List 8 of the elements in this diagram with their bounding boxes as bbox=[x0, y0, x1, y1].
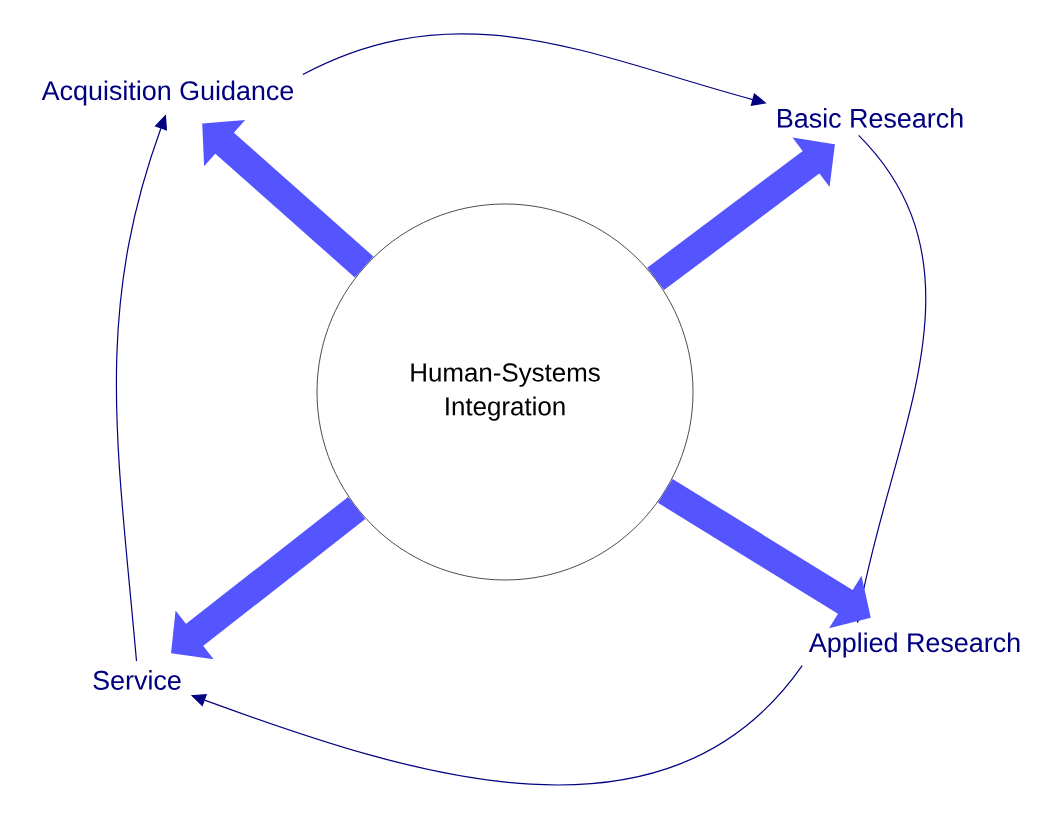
stage-label: Service bbox=[93, 670, 181, 690]
block-arrow bbox=[171, 497, 366, 660]
stage-label: Basic Research bbox=[778, 108, 963, 128]
block-arrow bbox=[647, 137, 835, 291]
circle-node: Human-Systems Integration bbox=[316, 203, 694, 581]
stage-label: Acquisition Guidance bbox=[41, 80, 294, 106]
stage-label: Applied Research bbox=[808, 632, 1020, 658]
block-arrow bbox=[202, 120, 374, 278]
